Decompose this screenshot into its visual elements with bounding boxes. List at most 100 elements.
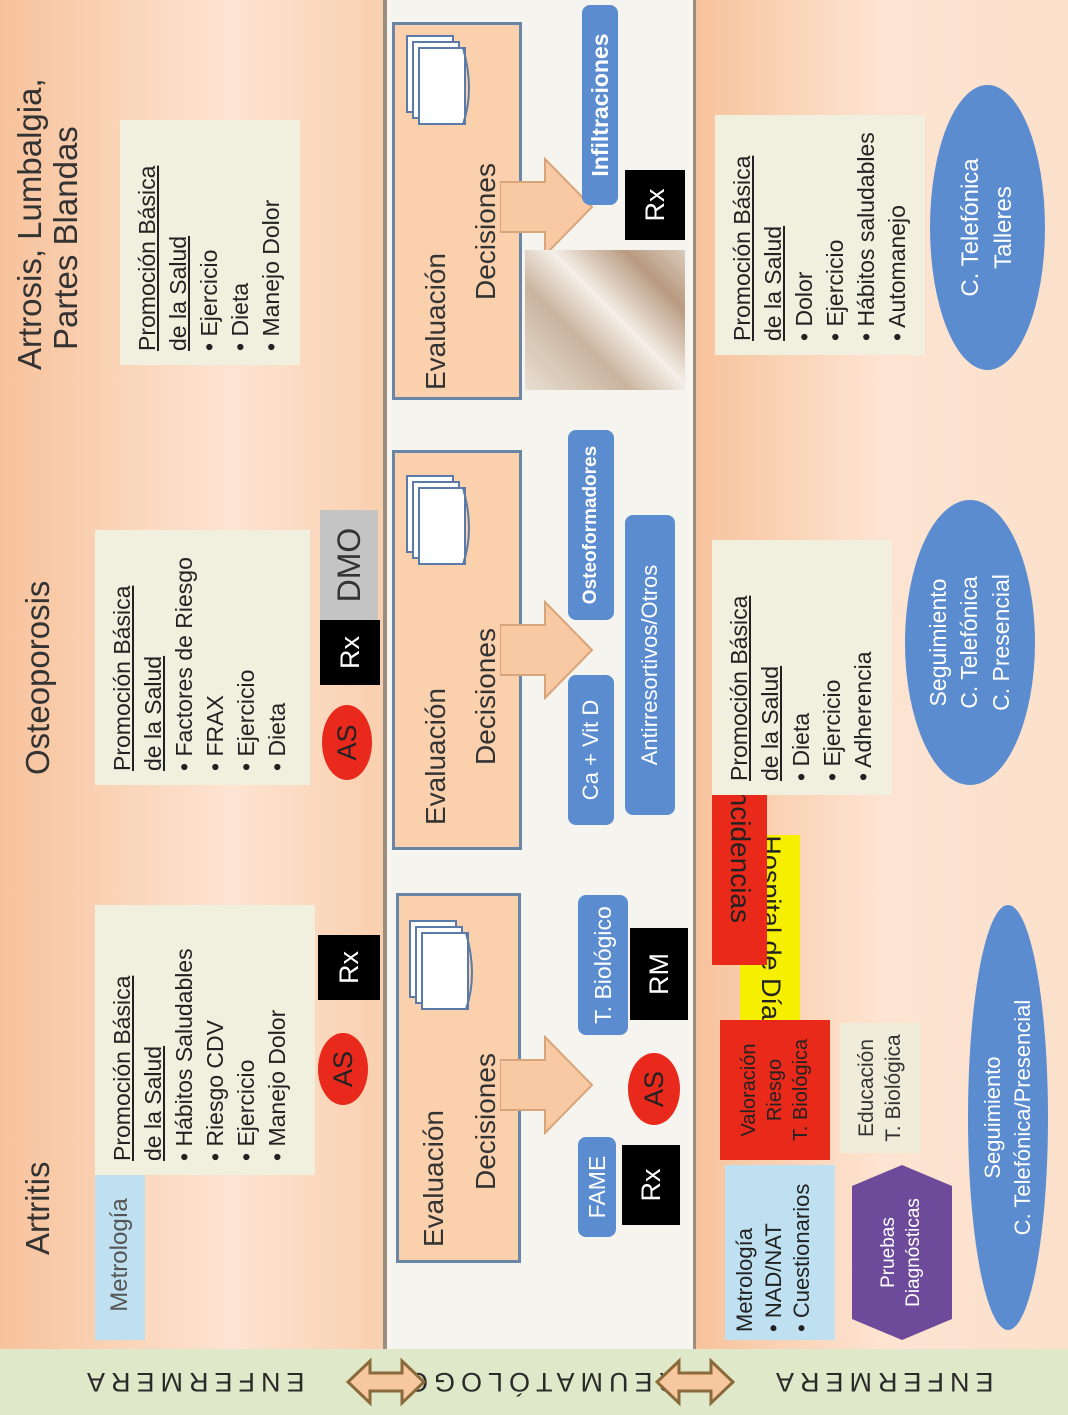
rx-badge: Rx [625, 170, 685, 240]
promo-item: Manejo Dolor [262, 919, 293, 1161]
seguimiento-oval-artritis: Seguimiento C. Telefónica/Presencial [968, 905, 1048, 1330]
promo-heading: de la Salud [140, 1045, 167, 1161]
rm-badge: RM [630, 928, 688, 1020]
promo-item: Riesgo CDV [200, 919, 231, 1161]
tbiologico-button: T. Biológico [578, 895, 628, 1035]
seguimiento-line: C. Telefónica/Presencial [1010, 999, 1035, 1236]
metrologia-item: • NAD/NAT [760, 1223, 786, 1332]
dmo-badge: DMO [320, 510, 378, 620]
role-top-cell: ENFERMERA [0, 1349, 385, 1415]
seguimiento-oval-osteoporosis: Seguimiento C. Telefónica C. Presencial [905, 500, 1035, 785]
promo-item: Dieta [262, 544, 293, 771]
column-title-artrosis: Artrosis, Lumbalgia, Partes Blandas [11, 78, 85, 370]
promo-item: Ejercicio [817, 554, 848, 781]
metrologia-item: • Cuestionarios [789, 1183, 815, 1332]
down-arrow-icon [500, 1035, 594, 1135]
metrologia-tag: Metrología [95, 1170, 145, 1340]
promo-item: Ejercicio [820, 129, 851, 341]
promo-heading: de la Salud [140, 655, 167, 771]
promo-item: FRAX [200, 544, 231, 771]
as-badge: AS [628, 1053, 680, 1125]
role-bottom-label: ENFERMERA [769, 1367, 994, 1398]
educacion-box: Educación T. Biológica [840, 1023, 920, 1153]
promo-heading: Promoción Básica [109, 975, 135, 1161]
promo-box-artrosis: Promoción Básica de la Salud Ejercicio D… [120, 120, 300, 365]
educacion-line: T. Biológica [882, 1034, 905, 1142]
documents-icon [406, 35, 470, 125]
promo-item: Dolor [789, 129, 820, 341]
promo-box-artritis: Promoción Básica de la Salud Hábitos Sal… [95, 905, 315, 1175]
oval-line: C. Telefónica [957, 158, 985, 297]
promo-heading: de la Salud [760, 225, 787, 341]
promo-item: Factores de Riesgo [169, 544, 200, 771]
promo-item: Dieta [225, 134, 256, 351]
column-title-artritis: Artritis [19, 1161, 56, 1256]
evaluation-label: Evaluación [418, 1110, 449, 1247]
title-line: Partes Blandas [47, 126, 85, 350]
rx-badge: Rx [320, 620, 380, 685]
double-arrow-icon [346, 1357, 426, 1407]
educacion-line: Educación [854, 1038, 878, 1138]
metrologia-box: Metrología • NAD/NAT • Cuestionarios [725, 1165, 835, 1340]
promo-box-osteoporosis-nurse: Promoción Básica de la Salud Dieta Ejerc… [712, 540, 892, 795]
promo-item: Ejercicio [231, 919, 262, 1161]
promo-heading: Promoción Básica [729, 155, 755, 341]
role-middle-cell: REUMATÓLOGO [385, 1349, 695, 1415]
as-badge: AS [322, 705, 372, 780]
promo-heading: Promoción Básica [726, 595, 752, 781]
role-middle-label: REUMATÓLOGO [401, 1367, 679, 1398]
injection-photo [525, 250, 685, 390]
title-line: Artrosis, Lumbalgia, [11, 78, 48, 370]
telefonica-talleres-oval: C. Telefónica Talleres [930, 85, 1045, 370]
column-title-osteoporosis: Osteoporosis [19, 580, 56, 775]
as-badge: AS [318, 1033, 368, 1105]
down-arrow-icon [500, 600, 594, 700]
documents-icon [406, 475, 470, 565]
pruebas-diagnosticas-hexagon: Pruebas Diagnósticas [852, 1165, 952, 1340]
documents-icon [409, 920, 473, 1010]
promo-box-osteoporosis: Promoción Básica de la Salud Factores de… [95, 530, 310, 785]
promo-item: Hábitos saludables [851, 129, 882, 341]
decisions-label: Decisiones [470, 1053, 501, 1190]
role-bottom-cell: ENFERMERA [695, 1349, 1068, 1415]
promo-heading: Promoción Básica [109, 585, 135, 771]
oval-line: Talleres [989, 186, 1017, 269]
ca-vit-d-button: Ca + Vit D [568, 675, 614, 825]
decisions-label: Decisiones [470, 628, 501, 765]
antirresortivos-button: Antirresortivos/Otros [625, 515, 675, 815]
divider [693, 0, 696, 1349]
rx-badge: Rx [622, 1145, 680, 1225]
fame-button: FAME [578, 1137, 616, 1237]
promo-item: Ejercicio [194, 134, 225, 351]
down-arrow-icon [500, 157, 594, 257]
seguimiento-line: Seguimiento [925, 578, 952, 707]
divider [383, 0, 387, 1349]
valoracion-line: Valoración [738, 1043, 760, 1137]
rx-badge: Rx [318, 935, 380, 1000]
seguimiento-line: C. Presencial [987, 574, 1014, 711]
metrologia-title: Metrología [732, 1228, 757, 1332]
infiltraciones-button: Infiltraciones [582, 5, 618, 205]
evaluation-label: Evaluación [420, 253, 451, 390]
promo-item: Manejo Dolor [256, 134, 287, 351]
valoracion-line: T. Biológica [790, 1038, 812, 1142]
promo-heading: Promoción Básica [134, 165, 160, 351]
valoracion-line: Riesgo [764, 1058, 786, 1122]
double-arrow-icon [655, 1357, 735, 1407]
promo-heading: de la Salud [757, 665, 784, 781]
decisions-label: Decisiones [470, 163, 501, 300]
promo-item: Adherencia [848, 554, 879, 781]
promo-item: Hábitos Saludables [169, 919, 200, 1161]
incidencias-label: Incidencias [724, 782, 756, 923]
promo-heading: de la Salud [165, 235, 192, 351]
evaluation-label: Evaluación [420, 688, 451, 825]
osteoformadores-button: Osteoformadores [568, 430, 614, 620]
seguimiento-line: Seguimiento [980, 1056, 1006, 1179]
seguimiento-line: C. Telefónica [956, 576, 983, 709]
promo-item: Ejercicio [231, 544, 262, 771]
valoracion-box: Valoración Riesgo T. Biológica [720, 1020, 830, 1160]
promo-item: Dieta [786, 554, 817, 781]
promo-box-artrosis-nurse: Promoción Básica de la Salud Dolor Ejerc… [715, 115, 925, 355]
